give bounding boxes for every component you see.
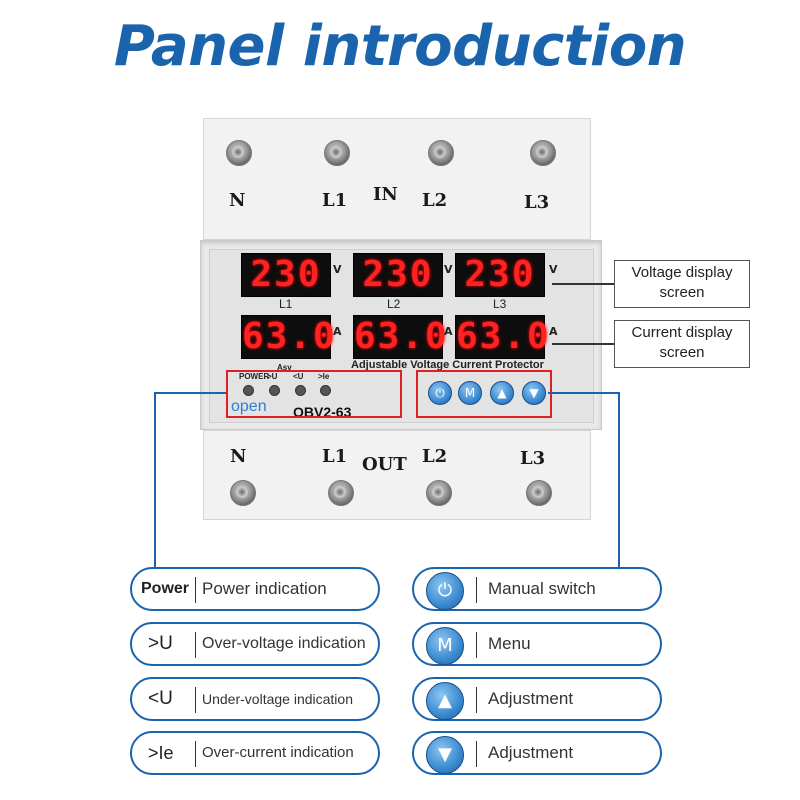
current-unit-l2: A bbox=[444, 325, 453, 338]
led-label-over-current: >Ie bbox=[318, 372, 330, 381]
legend-text: Manual switch bbox=[488, 579, 596, 598]
current-display-l2: 63.0 bbox=[353, 315, 449, 359]
up-button[interactable]: ▲ bbox=[490, 381, 514, 405]
legend-text: Adjustment bbox=[488, 689, 574, 708]
terminal-label-in: IN bbox=[373, 184, 398, 205]
legend-separator bbox=[195, 687, 196, 713]
current-callout-line bbox=[552, 343, 614, 345]
terminal-label-l2-out: L2 bbox=[422, 446, 448, 467]
brand-logo: open bbox=[231, 398, 267, 415]
legend-power: Power Power indication bbox=[130, 567, 380, 611]
current-unit-l3: A bbox=[549, 325, 558, 338]
product-label: Adjustable Voltage Current Protector bbox=[351, 359, 544, 371]
bottom-terminal-block bbox=[203, 430, 591, 520]
right-connector-vertical bbox=[618, 392, 620, 568]
voltage-display-l3: 230 bbox=[455, 253, 545, 297]
power-switch-button[interactable]: ⏻ bbox=[428, 381, 452, 405]
voltage-callout-line bbox=[552, 283, 614, 285]
legend-separator bbox=[476, 632, 477, 658]
current-callout: Current display screen bbox=[614, 320, 750, 368]
voltage-unit-l1: V bbox=[333, 263, 342, 276]
voltage-unit-l2: V bbox=[444, 263, 453, 276]
left-connector-vertical bbox=[154, 392, 156, 568]
legend-text: Over-current indication bbox=[202, 744, 354, 761]
led-label-over-voltage: >U bbox=[267, 372, 278, 381]
terminal-screw bbox=[324, 140, 350, 166]
current-display-l1: 63.0 bbox=[241, 315, 337, 359]
terminal-label-out: OUT bbox=[362, 454, 407, 475]
voltage-callout: Voltage display screen bbox=[614, 260, 750, 308]
terminal-label-l1-in: L1 bbox=[322, 190, 348, 211]
legend-over-voltage: >U Over-voltage indication bbox=[130, 622, 380, 666]
button-highlight-box bbox=[416, 370, 552, 418]
front-panel: 230 230 230 V V V L1 L2 L3 63.0 63.0 63.… bbox=[200, 240, 602, 430]
terminal-screw bbox=[226, 140, 252, 166]
legend-over-current: >Ie Over-current indication bbox=[130, 731, 380, 775]
legend-text: Power indication bbox=[202, 579, 327, 598]
voltage-current-protector: N L1 IN L2 L3 230 230 230 V V V L1 L2 L3… bbox=[200, 118, 602, 520]
terminal-label-l3-in: L3 bbox=[524, 192, 550, 213]
left-connector-horizontal bbox=[154, 392, 226, 394]
over-voltage-led bbox=[269, 385, 280, 396]
terminal-screw bbox=[328, 480, 354, 506]
top-terminal-block bbox=[203, 118, 591, 240]
legend-manual-switch: ⏻ Manual switch bbox=[412, 567, 662, 611]
voltage-display-l1: 230 bbox=[241, 253, 331, 297]
terminal-label-n-in: N bbox=[229, 190, 246, 211]
under-voltage-led bbox=[295, 385, 306, 396]
legend-text: Adjustment bbox=[488, 743, 574, 762]
current-unit-l1: A bbox=[333, 325, 342, 338]
channel-label-l3: L3 bbox=[493, 297, 507, 311]
indicator-highlight-box bbox=[226, 370, 402, 418]
channel-label-l1: L1 bbox=[279, 297, 293, 311]
terminal-screw bbox=[530, 140, 556, 166]
page-title: Panel introduction bbox=[113, 14, 687, 79]
legend-adjustment-up: ▲ Adjustment bbox=[412, 677, 662, 721]
channel-label-l2: L2 bbox=[387, 297, 401, 311]
legend-separator bbox=[195, 577, 196, 603]
terminal-screw bbox=[526, 480, 552, 506]
over-current-led bbox=[320, 385, 331, 396]
down-arrow-icon: ▼ bbox=[426, 736, 464, 774]
power-icon: ⏻ bbox=[426, 572, 464, 610]
legend-symbol: >U bbox=[148, 633, 173, 654]
terminal-label-l1-out: L1 bbox=[322, 446, 348, 467]
legend-symbol: >Ie bbox=[148, 743, 174, 763]
terminal-screw bbox=[230, 480, 256, 506]
legend-text: Over-voltage indication bbox=[202, 635, 366, 652]
legend-menu: M Menu bbox=[412, 622, 662, 666]
voltage-display-l2: 230 bbox=[353, 253, 443, 297]
legend-symbol: <U bbox=[148, 688, 173, 709]
legend-separator bbox=[476, 687, 477, 713]
legend-separator bbox=[195, 741, 196, 767]
legend-separator bbox=[476, 741, 477, 767]
terminal-label-l3-out: L3 bbox=[520, 448, 546, 469]
power-led bbox=[243, 385, 254, 396]
legend-text: Menu bbox=[488, 634, 531, 653]
voltage-unit-l3: V bbox=[549, 263, 558, 276]
terminal-label-n-out: N bbox=[230, 446, 247, 467]
led-label-power: POWER bbox=[239, 372, 270, 381]
current-display-l3: 63.0 bbox=[455, 315, 551, 359]
terminal-screw bbox=[426, 480, 452, 506]
legend-symbol: Power bbox=[141, 580, 190, 597]
up-arrow-icon: ▲ bbox=[426, 682, 464, 720]
legend-under-voltage: <U Under-voltage indication bbox=[130, 677, 380, 721]
right-connector-horizontal bbox=[548, 392, 620, 394]
legend-adjustment-down: ▼ Adjustment bbox=[412, 731, 662, 775]
menu-button[interactable]: M bbox=[458, 381, 482, 405]
legend-separator bbox=[476, 577, 477, 603]
led-label-under-voltage: <U bbox=[293, 372, 304, 381]
menu-icon: M bbox=[426, 627, 464, 665]
legend-separator bbox=[195, 632, 196, 658]
led-group-label: Asv bbox=[277, 363, 292, 372]
legend-text: Under-voltage indication bbox=[202, 691, 353, 707]
down-button[interactable]: ▼ bbox=[522, 381, 546, 405]
terminal-screw bbox=[428, 140, 454, 166]
terminal-label-l2-in: L2 bbox=[422, 190, 448, 211]
